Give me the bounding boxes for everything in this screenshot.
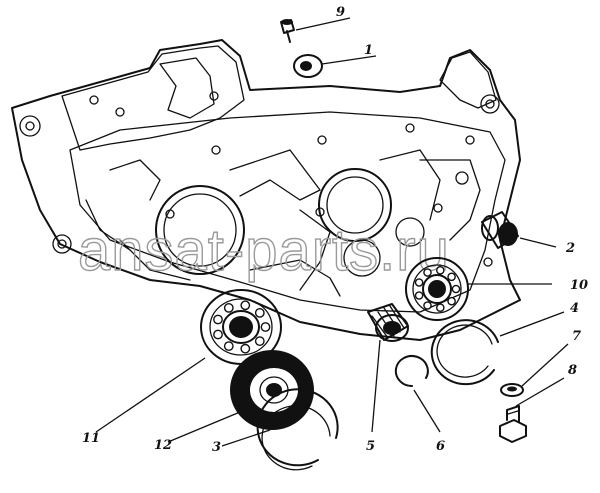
bearing-ball	[451, 284, 461, 294]
bearing-ball	[435, 265, 445, 275]
bearing-ball	[447, 296, 456, 306]
part-12-oil-seal	[230, 350, 314, 430]
callout-labels: 9 1 2 10 4 7 8 11 12 3 5 6	[82, 5, 588, 455]
part-6-circlip	[394, 355, 429, 388]
callout-3: 3	[212, 440, 221, 455]
watermark-text: ansat-parts.ru	[78, 218, 450, 283]
callout-2: 2	[565, 241, 575, 256]
bearing-ball	[414, 278, 424, 287]
bearing-10-balls	[414, 265, 461, 313]
bearing-ball	[213, 314, 223, 325]
bearing-ball	[260, 322, 271, 332]
callout-1: 1	[364, 43, 373, 58]
part-9-screw	[280, 19, 295, 43]
bearing-ball	[423, 268, 432, 277]
bearing-ball	[240, 343, 251, 354]
bearing-ball	[414, 291, 424, 300]
callout-6: 6	[436, 439, 445, 454]
bearing-ball	[435, 303, 445, 313]
part-5-needle-bearing	[367, 303, 409, 342]
part-1-plug	[293, 54, 323, 78]
bearing-ball	[223, 302, 234, 313]
part-2-bushing	[481, 211, 519, 249]
part-3-circlip	[256, 388, 339, 471]
bearing-ball	[423, 301, 432, 310]
callout-12: 12	[154, 438, 172, 453]
bearing-ball	[254, 336, 265, 346]
part-10-ball-bearing	[405, 257, 469, 321]
bearing-ball	[254, 307, 265, 318]
bearing-ball	[223, 341, 234, 351]
callout-9: 9	[336, 5, 345, 20]
crankcase-housing	[11, 39, 521, 341]
callout-4: 4	[570, 301, 579, 316]
bearing-ball	[213, 329, 223, 340]
callout-11: 11	[82, 431, 100, 446]
bearing-11-balls	[213, 300, 271, 354]
callout-5: 5	[366, 439, 375, 454]
callout-7: 7	[572, 329, 581, 344]
leader-lines	[95, 17, 569, 447]
part-4-circlip	[430, 319, 499, 386]
bearing-ball	[240, 300, 251, 311]
part-8-bolt	[499, 405, 527, 443]
callout-10: 10	[570, 278, 588, 293]
bearing-ball	[447, 272, 456, 282]
callout-8: 8	[568, 363, 577, 378]
part-7-washer	[500, 383, 524, 397]
